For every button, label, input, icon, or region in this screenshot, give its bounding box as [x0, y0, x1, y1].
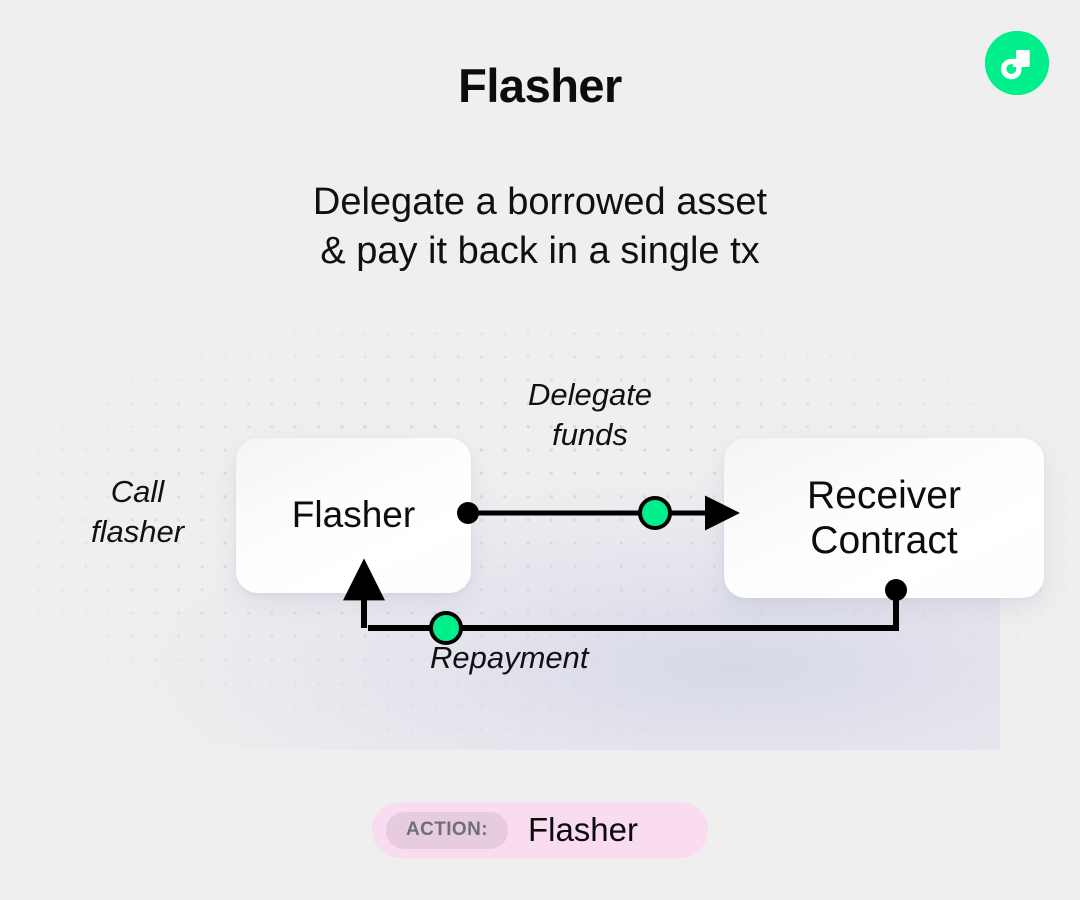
edge-delegate-start-dot [457, 502, 479, 524]
edge-repayment-green-dot[interactable] [429, 611, 463, 645]
edge-repayment-line [368, 590, 899, 631]
node-flasher-label: Flasher [291, 494, 416, 536]
edge-delegate-green-dot[interactable] [638, 496, 672, 530]
edge-label-delegate-funds: Delegate funds [527, 377, 653, 452]
flow-logo-icon [985, 31, 1049, 95]
page-subtitle-line-2: & pay it back in a single tx [320, 230, 760, 273]
flow-diagram: Flasher Receiver Contract Call flasher D… [0, 320, 1080, 750]
page-subtitle-line-1: Delegate a borrowed asset [312, 181, 768, 223]
diagram-connectors [343, 495, 907, 645]
edge-label-call-flasher: Call flasher [90, 474, 185, 549]
node-receiver-contract[interactable]: Receiver Contract [724, 438, 1044, 598]
edge-label-repayment: Repayment [430, 640, 589, 675]
action-badge-tag: ACTION: [386, 811, 508, 849]
page-subtitle: Delegate a borrowed asset & pay it back … [0, 178, 1080, 277]
node-receiver-label-line-2: Contract [810, 519, 958, 562]
action-badge-value: Flasher [527, 811, 639, 848]
flow-logo [985, 31, 1049, 95]
node-receiver-label-line-1: Receiver [807, 473, 961, 517]
edge-repayment-start-dot [885, 579, 907, 601]
page-title: Flasher [458, 59, 622, 112]
action-badge[interactable]: ACTION: Flasher [372, 802, 708, 858]
